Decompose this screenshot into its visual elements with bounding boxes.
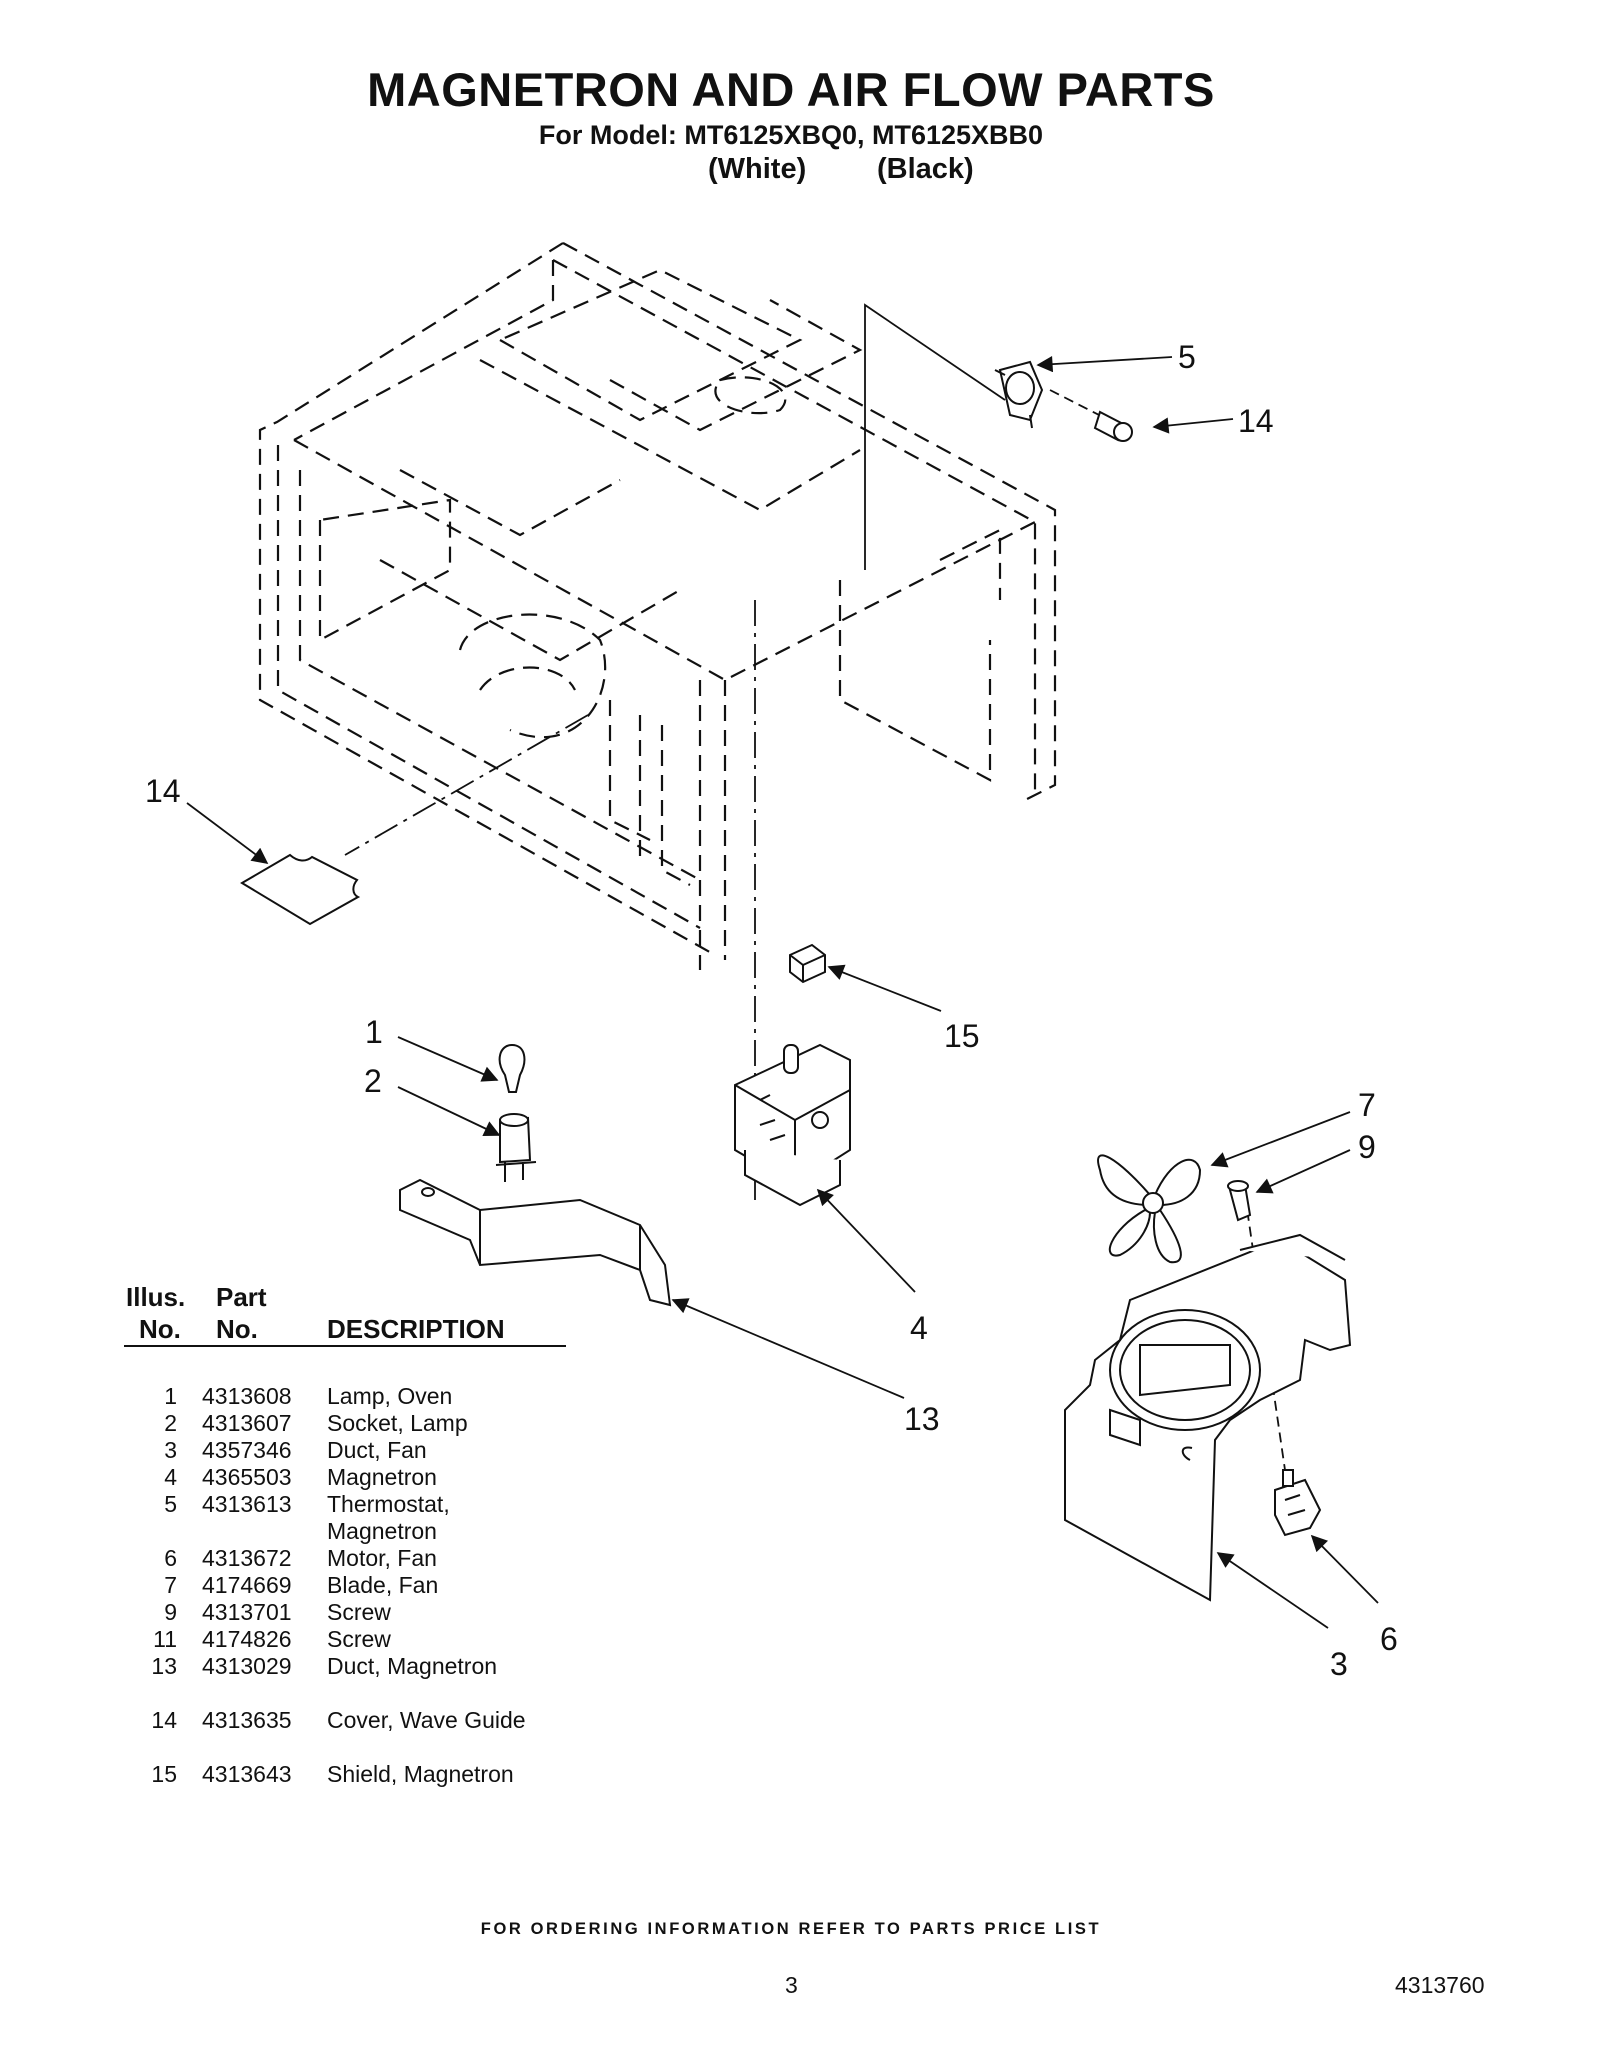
callout-6: 6 <box>1380 1621 1398 1657</box>
cell-description: Magnetron <box>327 1464 437 1490</box>
fan-duct-part-3 <box>1064 1233 1352 1602</box>
cell-illus-no: 7 <box>164 1572 177 1598</box>
table-header-part-bottom: No. <box>216 1314 258 1344</box>
cell-description: Screw <box>327 1626 391 1652</box>
color-black-label: (Black) <box>877 153 974 185</box>
lamp-part-1 <box>498 1043 526 1093</box>
cell-part-no: 4313029 <box>202 1653 292 1679</box>
callout-13: 13 <box>904 1401 940 1437</box>
cell-description: Motor, Fan <box>327 1545 437 1571</box>
cell-illus-no: 5 <box>164 1491 177 1517</box>
model-line: For Model: MT6125XBQ0, MT6125XBB0 <box>538 120 1044 150</box>
cell-part-no: 4174826 <box>202 1626 292 1652</box>
callout-1: 1 <box>365 1014 383 1050</box>
document-number: 4313760 <box>1395 1972 1485 1998</box>
cell-illus-no: 13 <box>151 1653 177 1679</box>
table-header-rule <box>124 1345 566 1347</box>
screw-part-14 <box>1093 410 1133 442</box>
cell-part-no: 4365503 <box>202 1464 292 1490</box>
oven-cavity-outline <box>258 242 1057 970</box>
table-header-illus-top: Illus. <box>126 1282 186 1312</box>
cell-part-no: 4313607 <box>202 1410 292 1436</box>
cell-illus-no: 11 <box>153 1626 177 1652</box>
callout-15: 15 <box>944 1018 980 1054</box>
cell-illus-no: 9 <box>164 1599 177 1625</box>
cell-illus-no: 14 <box>151 1707 177 1733</box>
cell-part-no: 4313701 <box>202 1599 292 1625</box>
socket-part-2 <box>495 1113 537 1182</box>
cell-description: Blade, Fan <box>327 1572 439 1598</box>
thermostat-part-5 <box>994 360 1044 429</box>
table-header-part-top: Part <box>216 1282 267 1312</box>
magnetron-part-4 <box>734 1043 851 1207</box>
screw-part-9 <box>1227 1180 1252 1222</box>
cell-description: Cover, Wave Guide <box>327 1707 526 1733</box>
page-number: 3 <box>785 1972 798 1998</box>
cell-description: Duct, Fan <box>327 1437 427 1463</box>
cell-illus-no: 1 <box>164 1383 177 1409</box>
assembly-lines <box>344 303 1286 1471</box>
shield-part-15 <box>789 943 826 984</box>
cell-part-no: 4313635 <box>202 1707 292 1733</box>
cell-part-no: 4313613 <box>202 1491 292 1517</box>
callout-14-top: 14 <box>1238 403 1274 439</box>
cell-description: Socket, Lamp <box>327 1410 468 1436</box>
callout-9: 9 <box>1358 1129 1376 1165</box>
magnetron-duct-part-13 <box>399 1178 672 1307</box>
cell-part-no: 4357346 <box>202 1437 292 1463</box>
cell-description: Lamp, Oven <box>327 1383 453 1409</box>
table-header-illus-bottom: No. <box>139 1314 181 1344</box>
cell-description: Duct, Magnetron <box>327 1653 498 1679</box>
ordering-note: FOR ORDERING INFORMATION REFER TO PARTS … <box>480 1920 1102 1938</box>
cell-illus-no: 4 <box>164 1464 177 1490</box>
cell-illus-no: 2 <box>164 1410 177 1436</box>
color-white-label: (White) <box>708 153 807 185</box>
cell-description: Screw <box>327 1599 391 1625</box>
callout-arrows <box>186 356 1379 1629</box>
cell-description: Thermostat, Magnetron <box>327 1491 450 1544</box>
callout-3: 3 <box>1330 1646 1348 1682</box>
callout-2: 2 <box>364 1063 382 1099</box>
table-header-description: DESCRIPTION <box>327 1314 505 1344</box>
cell-illus-no: 6 <box>164 1545 177 1571</box>
cell-part-no: 4174669 <box>202 1572 292 1598</box>
wave-guide-cover-part-14 <box>240 853 361 926</box>
fan-blade-part-7 <box>1097 1154 1202 1264</box>
cell-description: Shield, Magnetron <box>327 1761 514 1787</box>
fan-motor-part-6 <box>1274 1469 1322 1537</box>
page-title: MAGNETRON AND AIR FLOW PARTS <box>367 63 1215 116</box>
callout-7: 7 <box>1358 1087 1376 1123</box>
callout-4: 4 <box>910 1310 928 1346</box>
cell-illus-no: 15 <box>151 1761 177 1787</box>
callout-14-left: 14 <box>145 773 181 809</box>
cell-part-no: 4313672 <box>202 1545 292 1571</box>
cell-part-no: 4313608 <box>202 1383 292 1409</box>
callout-5: 5 <box>1178 339 1196 375</box>
cell-part-no: 4313643 <box>202 1761 292 1787</box>
cell-illus-no: 3 <box>164 1437 177 1463</box>
